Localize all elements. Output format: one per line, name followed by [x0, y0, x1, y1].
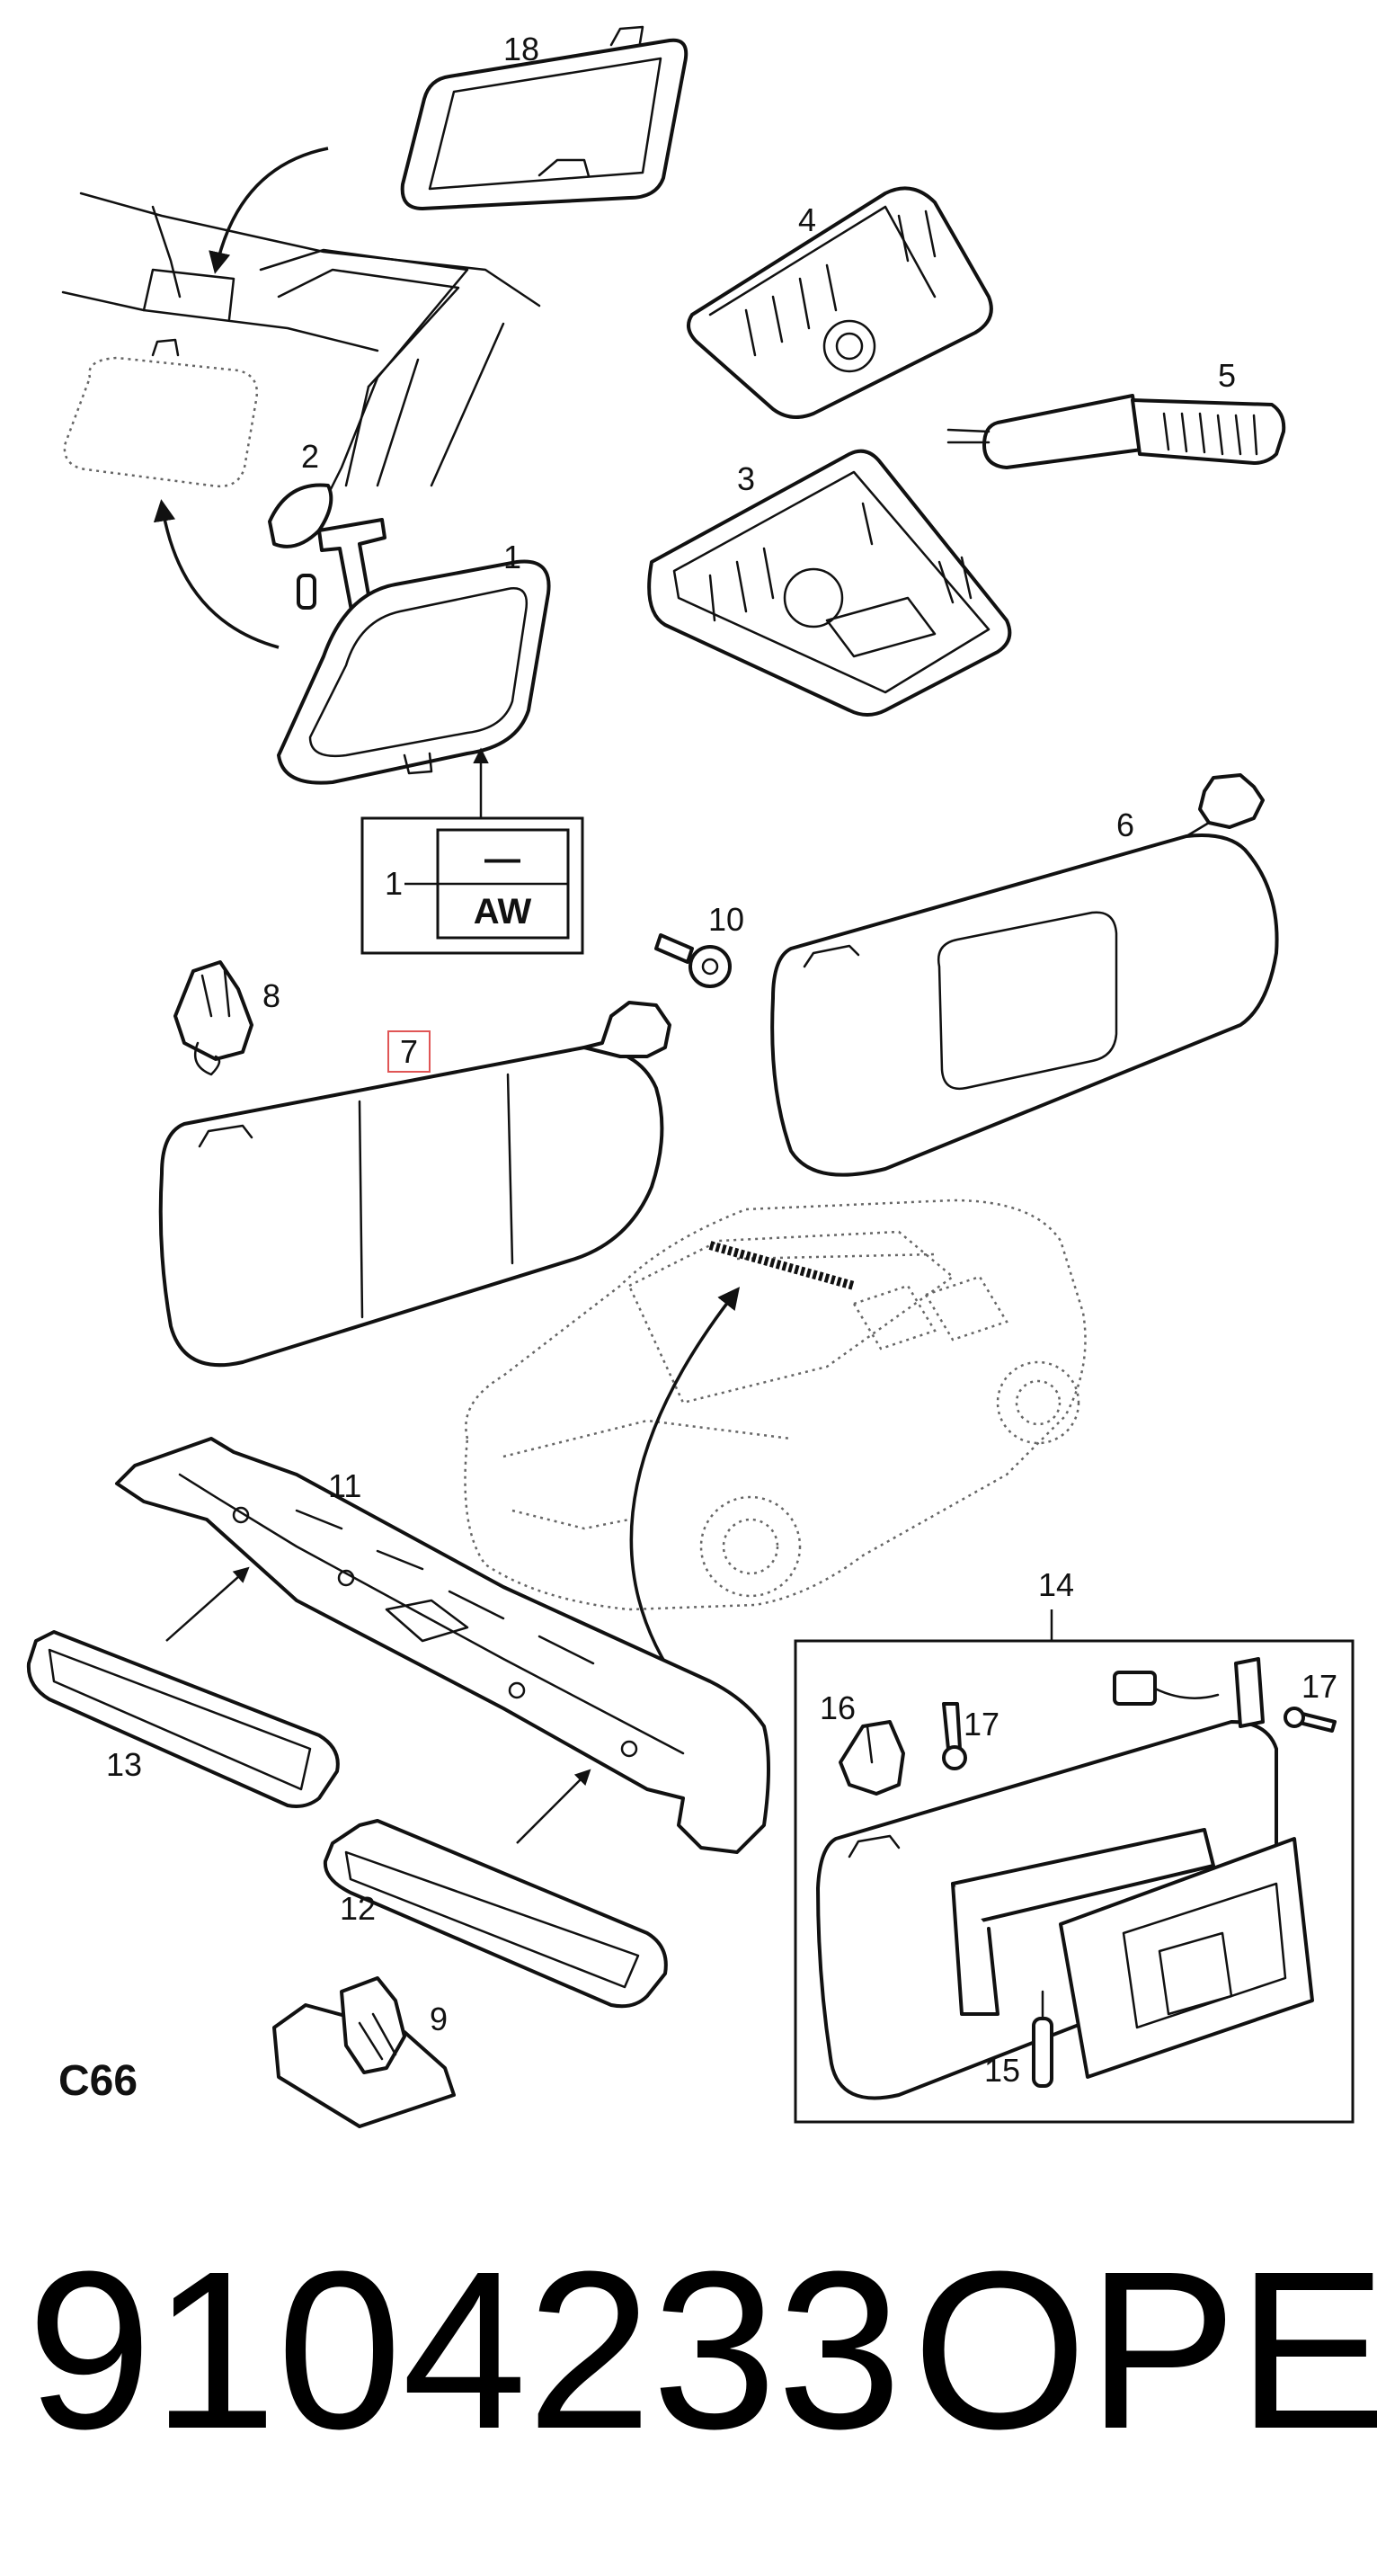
variant-top-code: — — [484, 839, 520, 878]
part-2-cover-cap — [268, 483, 333, 548]
callout-15: 15 — [984, 2052, 1020, 2089]
part-5-bulb — [946, 394, 1286, 469]
part-16-clip — [839, 1720, 905, 1796]
part-8-visor-clip — [173, 960, 253, 1076]
arrow-13-to-trim — [165, 1566, 250, 1642]
variant-box — [360, 816, 584, 955]
callout-2: 2 — [301, 438, 319, 475]
callout-8: 8 — [262, 977, 280, 1014]
callout-17b: 17 — [1301, 1668, 1337, 1705]
part-7-sun-visor-left — [158, 1001, 671, 1368]
part-4-console-cover — [687, 186, 993, 419]
callout-13: 13 — [106, 1746, 142, 1783]
arrow-12-to-trim — [516, 1769, 591, 1844]
mirror-sketch — [63, 338, 259, 488]
part-9-clip — [272, 1976, 456, 2128]
variant-item-number: 1 — [385, 865, 403, 902]
mirror-pin — [297, 574, 316, 610]
callout-7-highlight-box — [387, 1030, 431, 1073]
part-18-mirror-frame — [400, 25, 688, 210]
callout-9: 9 — [430, 2001, 448, 2037]
part-17-screw-left — [942, 1702, 967, 1770]
callout-12: 12 — [340, 1890, 376, 1927]
variant-bottom-code: AW — [474, 892, 532, 931]
part-11-roof-trim — [115, 1437, 770, 1854]
part-17-screw-right — [1284, 1707, 1337, 1733]
callout-4: 4 — [798, 201, 816, 238]
part-15-bulb — [1032, 1990, 1053, 2088]
callout-10: 10 — [708, 901, 744, 938]
callout-6: 6 — [1116, 807, 1134, 843]
arrow-18-to-roof — [209, 147, 329, 274]
part-10-screw — [654, 933, 732, 988]
roof-header-sketch — [61, 192, 541, 505]
part-13-seal-left — [26, 1630, 340, 1808]
part-6-sun-visor-right — [770, 773, 1279, 1177]
part-number: 9104233 — [27, 2224, 902, 2475]
arrow-to-car-header — [629, 1287, 741, 1692]
part-1-interior-mirror — [277, 518, 551, 785]
wire-connector — [1113, 1657, 1265, 1728]
part-3-console-base — [647, 449, 1012, 717]
callout-11: 11 — [328, 1467, 361, 1504]
arrow-mirror-up — [153, 499, 280, 649]
part-12-seal-right — [323, 1819, 668, 2009]
diagram-code: C66 — [58, 2057, 138, 2105]
car-sketch — [464, 1199, 1087, 1611]
detail-visor-with-mirror — [816, 1720, 1314, 2100]
callout-1: 1 — [503, 539, 521, 575]
brand-name: OPEL — [912, 2224, 1377, 2475]
callout-17a: 17 — [964, 1706, 999, 1743]
callout-16: 16 — [820, 1689, 856, 1726]
callout-14: 14 — [1038, 1566, 1074, 1603]
callout-3: 3 — [737, 460, 755, 497]
callout-5: 5 — [1218, 357, 1236, 394]
callout-7: 7 — [400, 1033, 418, 1070]
callout-18: 18 — [503, 31, 539, 67]
